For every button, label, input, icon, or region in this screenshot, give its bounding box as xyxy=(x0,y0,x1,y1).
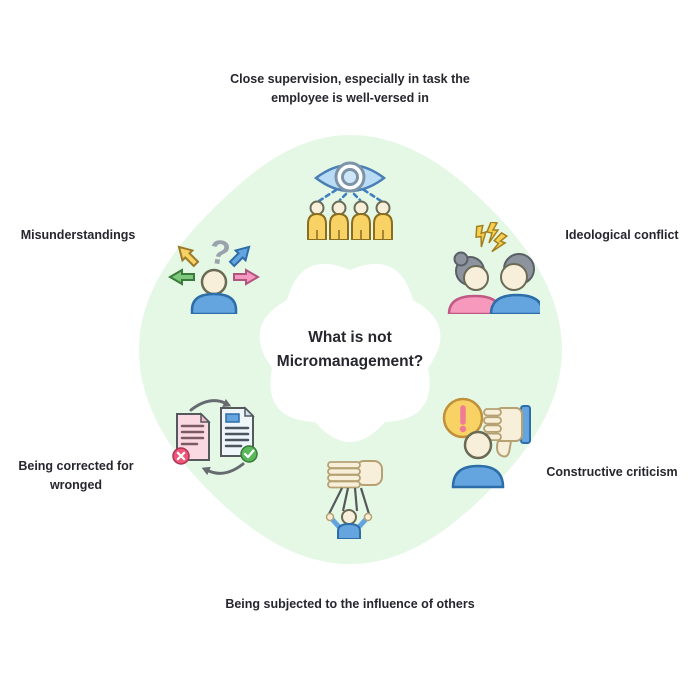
man-figure xyxy=(489,253,540,314)
label-constructive-criticism: Constructive criticism xyxy=(546,465,678,479)
label-misunderstandings: Misunderstandings xyxy=(20,228,136,242)
supervision-eye-icon xyxy=(307,161,393,240)
puppeteer-hand xyxy=(327,460,383,489)
question-arrows-icon: ? xyxy=(169,232,259,314)
conflict-people-icon xyxy=(447,222,540,314)
label-being-corrected: Being corrected for wronged xyxy=(18,459,134,492)
documents-correction-icon xyxy=(172,398,258,476)
listener-figure xyxy=(451,430,505,489)
label-influence-of-others: Being subjected to the influence of othe… xyxy=(225,597,475,611)
question-mark: ? xyxy=(206,232,233,273)
inner-white-blob xyxy=(259,263,441,442)
thumbs-down-criticism-icon xyxy=(442,397,531,489)
thumbs-down-hand xyxy=(483,405,531,458)
exclamation-badge xyxy=(442,397,484,439)
label-ideological-conflict: Ideological conflict xyxy=(565,228,679,242)
team-figures xyxy=(307,200,393,240)
center-title: What is not Micromanagement? xyxy=(276,329,424,371)
correct-document xyxy=(220,406,258,463)
puppet-figure xyxy=(325,509,373,539)
puppet-hand-icon xyxy=(325,460,383,539)
label-close-supervision: Close supervision, especially in task th… xyxy=(230,72,470,105)
puppet-strings xyxy=(328,487,371,515)
wrong-document xyxy=(172,412,211,465)
